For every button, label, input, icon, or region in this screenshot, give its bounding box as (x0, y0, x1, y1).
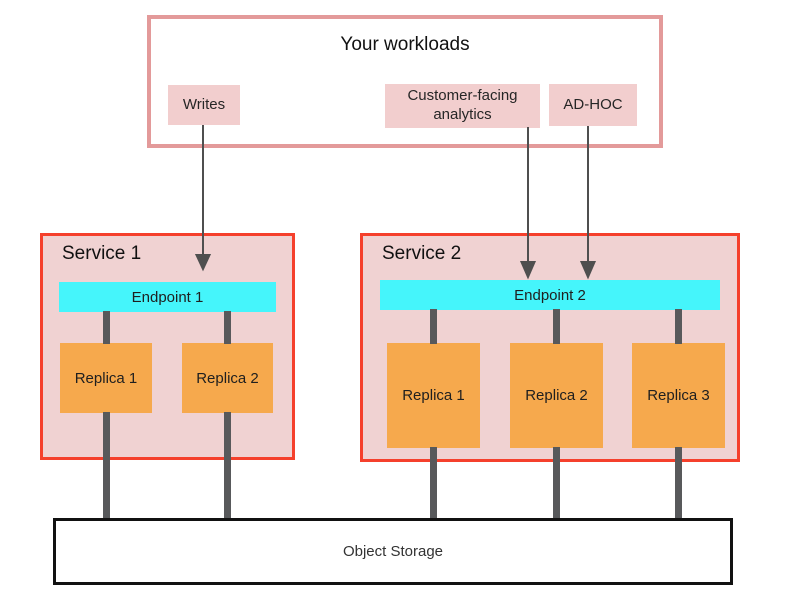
connector-line (103, 412, 110, 522)
workload-writes-box: Writes (168, 85, 240, 125)
endpoint-2-bar: Endpoint 2 (380, 280, 720, 310)
replica-label: Replica 2 (196, 369, 259, 387)
object-storage-label: Object Storage (342, 543, 444, 560)
workload-adhoc-label: AD-HOC (563, 95, 623, 113)
connector-line (553, 447, 560, 522)
replica-label: Replica 2 (525, 387, 588, 404)
replica-label: Replica 3 (647, 387, 710, 404)
connector-line (675, 309, 682, 344)
endpoint-2-label: Endpoint 2 (514, 286, 586, 304)
connector-line (224, 412, 231, 522)
connector-line (103, 311, 110, 344)
endpoint-1-label: Endpoint 1 (131, 288, 204, 306)
service-1-title: Service 1 (62, 243, 142, 264)
workload-adhoc-box: AD-HOC (549, 84, 637, 126)
service-2-replica-3-box: Replica 3 (632, 343, 725, 448)
workload-analytics-label: Customer-facing analytics (407, 87, 518, 123)
replica-label: Replica 1 (402, 387, 465, 404)
service-2-replica-1-box: Replica 1 (387, 343, 480, 448)
workload-analytics-box: Customer-facing analytics (385, 84, 540, 128)
connector-line (553, 309, 560, 344)
service-2-title: Service 2 (382, 243, 462, 264)
connector-line (224, 311, 231, 344)
workloads-title: Your workloads (340, 34, 470, 55)
service-1-replica-1-box: Replica 1 (60, 343, 152, 413)
service-2-replica-2-box: Replica 2 (510, 343, 603, 448)
connector-line (430, 447, 437, 522)
object-storage-box: Object Storage (53, 518, 733, 585)
endpoint-1-bar: Endpoint 1 (59, 282, 276, 312)
connector-line (430, 309, 437, 344)
connector-line (675, 447, 682, 522)
replica-label: Replica 1 (74, 369, 138, 387)
workload-writes-label: Writes (182, 95, 226, 113)
service-1-replica-2-box: Replica 2 (182, 343, 273, 413)
